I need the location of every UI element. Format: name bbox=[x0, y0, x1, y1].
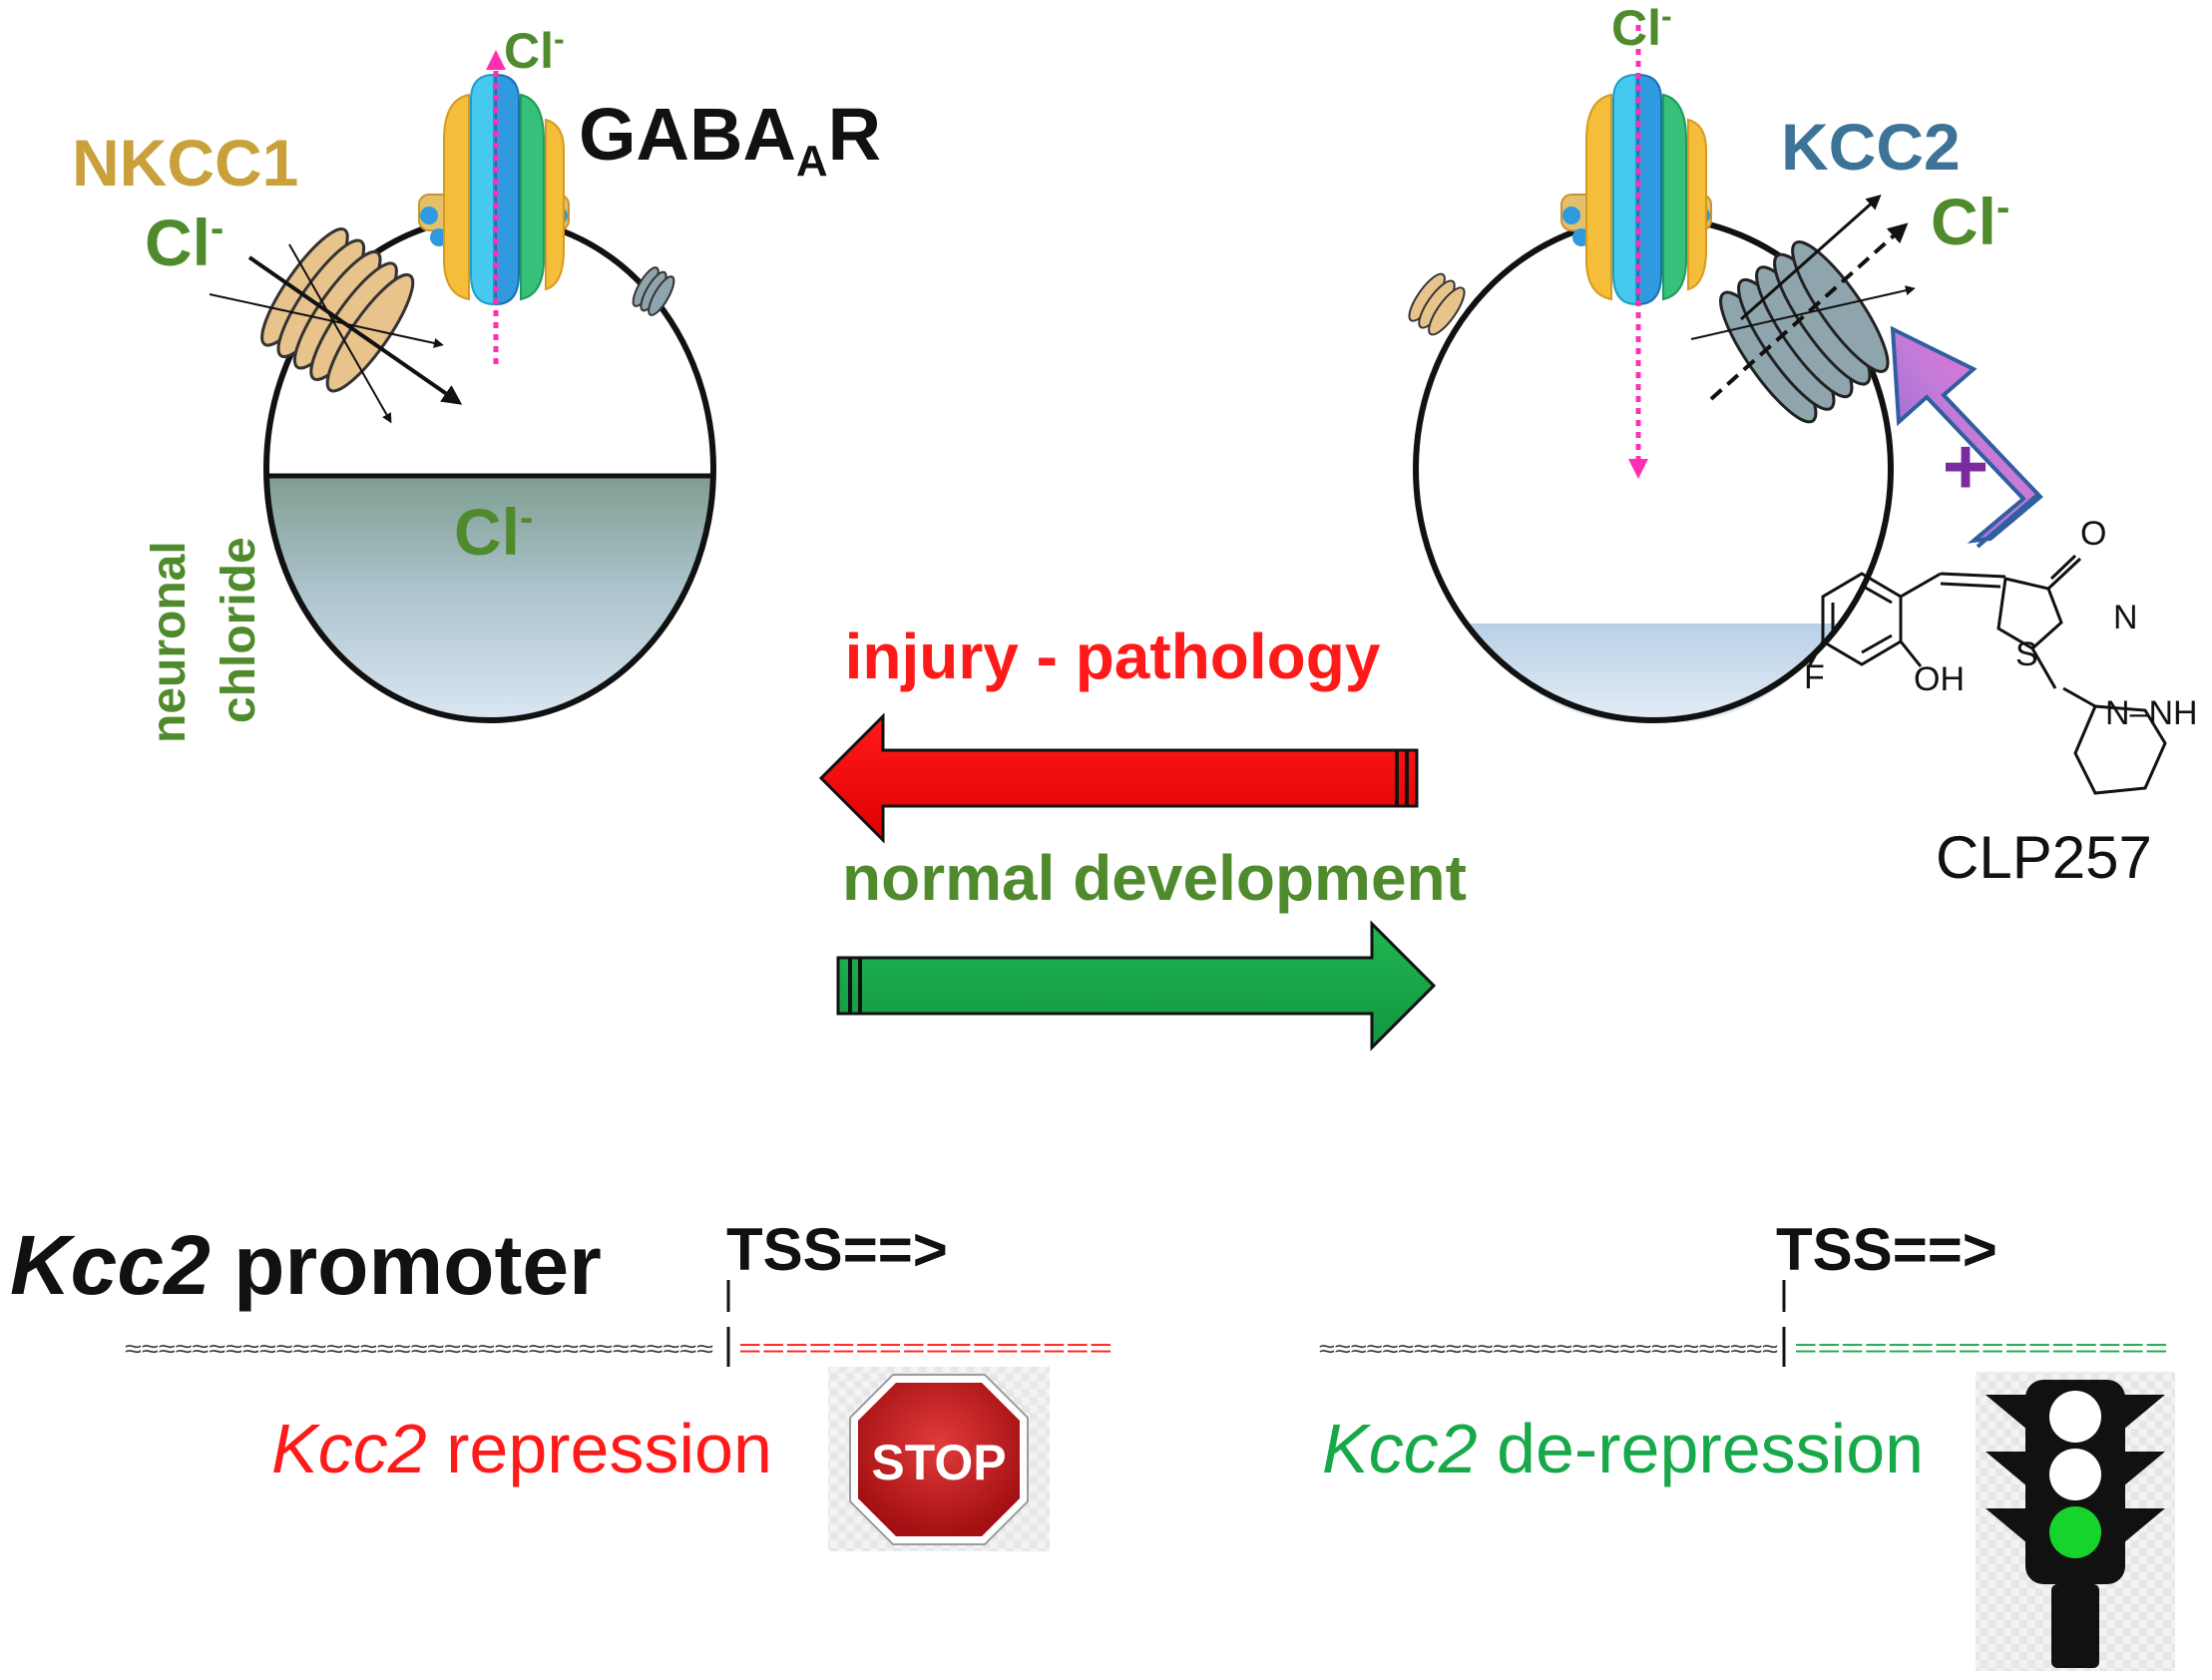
injury-pathology-arrow: injury - pathology bbox=[818, 621, 1419, 844]
kcc2-transporter-icon bbox=[1719, 240, 1890, 424]
clp257-structure-icon bbox=[1806, 554, 2167, 795]
nkcc1-label: NKCC1 bbox=[72, 126, 298, 200]
kcc2-derepression-label: Kcc2 de-repression bbox=[1322, 1410, 1924, 1487]
stop-sign-text: STOP bbox=[871, 1435, 1006, 1490]
enhance-plus-sign: + bbox=[1943, 422, 1990, 511]
promoter-title: Kcc2 promoter bbox=[10, 1218, 602, 1312]
chloride-axis-label: chloride bbox=[213, 537, 265, 723]
right-downstream-sequence: ================ bbox=[1794, 1333, 2168, 1363]
nkcc1-flux-arrow-2 bbox=[209, 293, 444, 348]
kcc2-promoter-section: Kcc2 promoter TSS==> ≈≈≈≈≈≈≈≈≈≈≈≈≈≈≈≈≈≈≈… bbox=[10, 1216, 2175, 1671]
right-top-chloride-label: Cl- bbox=[1611, 0, 1672, 56]
gabaar-label: GABAAR bbox=[579, 93, 881, 186]
left-upstream-sequence: ≈≈≈≈≈≈≈≈≈≈≈≈≈≈≈≈≈≈≈≈≈≈≈≈≈≈≈≈≈≈≈≈≈≈≈ bbox=[125, 1336, 713, 1363]
kcc2-chloride-label: Cl- bbox=[1931, 185, 2009, 258]
atom-oh: OH bbox=[1914, 660, 1965, 698]
clp257-enhance-arrow-icon: + bbox=[1890, 325, 2043, 549]
atom-o: O bbox=[2080, 515, 2106, 553]
normal-development-label: normal development bbox=[842, 842, 1467, 914]
atom-n: N bbox=[2113, 599, 2138, 636]
right-chloride-fill bbox=[1467, 624, 1841, 722]
green-right-arrow-icon bbox=[836, 920, 1437, 1051]
atom-nn: N–NH bbox=[2105, 694, 2198, 732]
left-downstream-sequence: ================ bbox=[738, 1333, 1112, 1363]
gabaar-channel-icon bbox=[418, 73, 570, 306]
nkcc1-flux-arrow-1 bbox=[247, 255, 463, 405]
clp257-label: CLP257 bbox=[1936, 824, 2152, 891]
right-upstream-sequence: ≈≈≈≈≈≈≈≈≈≈≈≈≈≈≈≈≈≈≈≈≈≈≈≈≈≈≈≈≈ bbox=[1319, 1336, 1778, 1363]
atom-s: S bbox=[2015, 635, 2038, 673]
normal-development-arrow: normal development bbox=[836, 842, 1467, 1051]
nkcc1-transporter-icon bbox=[260, 227, 415, 393]
red-left-arrow-icon bbox=[818, 712, 1419, 844]
kcc2-flux-arrow-2 bbox=[1740, 195, 1882, 321]
left-kcc2-small-icon bbox=[632, 266, 675, 316]
traffic-light-icon bbox=[1976, 1372, 2175, 1671]
left-top-chloride-label: Cl- bbox=[504, 21, 565, 79]
intracellular-chloride-label: Cl- bbox=[454, 495, 533, 569]
nkcc1-chloride-label: Cl- bbox=[145, 206, 223, 279]
injury-pathology-label: injury - pathology bbox=[845, 621, 1381, 692]
left-chloride-fill bbox=[267, 476, 712, 720]
left-neuron: NKCC1 Cl- Cl- GABAAR Cl- neuronal chlori… bbox=[72, 21, 881, 743]
neuronal-label: neuronal bbox=[143, 541, 196, 743]
nkcc1-flux-arrow-3 bbox=[288, 243, 392, 424]
atom-f: F bbox=[1804, 658, 1825, 696]
tss-left-label: TSS==> bbox=[726, 1216, 948, 1283]
right-nkcc1-small-icon bbox=[1408, 272, 1466, 336]
stop-sign-icon: STOP bbox=[828, 1367, 1050, 1551]
kcc2-label: KCC2 bbox=[1781, 110, 1961, 184]
tss-right-label: TSS==> bbox=[1776, 1216, 1997, 1283]
right-neuron: + O N S F OH N–NH CLP257 Cl- KCC bbox=[1408, 0, 2198, 891]
kcc2-flux-arrow-3 bbox=[1690, 285, 1916, 340]
right-gabaar-channel-icon bbox=[1560, 73, 1712, 306]
kcc2-repression-label: Kcc2 repression bbox=[271, 1410, 772, 1487]
